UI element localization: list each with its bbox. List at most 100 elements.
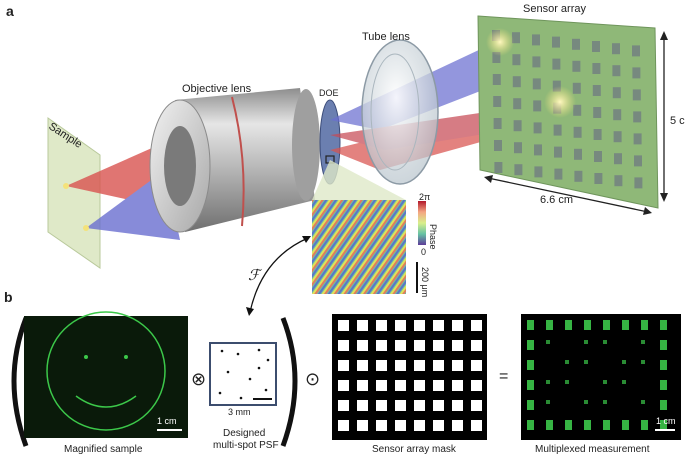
measurement-cell: [527, 420, 534, 430]
phase-scale-label: 200 μm: [420, 267, 430, 297]
sensor-cell: [552, 36, 560, 48]
measurement-cell: [546, 400, 550, 404]
measurement-cell: [603, 320, 610, 330]
mask-cell: [357, 420, 368, 431]
mask-cell: [395, 320, 406, 331]
psf-image: [209, 342, 277, 406]
measurement-cell: [565, 360, 569, 364]
sensor-cell: [574, 148, 582, 160]
mask-cell: [471, 380, 482, 391]
mask-cell: [433, 360, 444, 371]
magnified-sample-image: [24, 311, 188, 438]
sensor-cell: [634, 177, 643, 189]
measurement-cell: [584, 340, 588, 344]
sensor-cell: [572, 82, 581, 94]
sensor-cell: [634, 155, 642, 167]
sensor-cell: [573, 104, 582, 116]
sensor-cell: [512, 76, 521, 88]
measurement-cell: [546, 380, 550, 384]
left-parenthesis: [11, 317, 29, 447]
objective-lens-label: Objective lens: [182, 83, 252, 95]
objective-lens: [149, 88, 320, 233]
measurement-scale-label: 1 cm: [656, 416, 676, 426]
sensor-cell: [492, 74, 501, 85]
sensor-mask-label: Sensor array mask: [372, 444, 457, 454]
mask-cell: [376, 400, 387, 411]
measurement-cell: [584, 320, 591, 330]
sensor-glow-spots: [486, 28, 576, 118]
mask-cell: [338, 400, 349, 411]
sensor-cell: [493, 118, 502, 129]
width-dimension-arrow: [484, 175, 652, 215]
mask-cell: [338, 380, 349, 391]
sensor-cell: [613, 131, 622, 143]
mask-cell: [357, 380, 368, 391]
measurement-cell: [641, 400, 645, 404]
sensor-cell: [552, 80, 561, 92]
mask-cell: [452, 360, 463, 371]
mask-cell: [395, 380, 406, 391]
mask-cell: [452, 380, 463, 391]
right-parenthesis: [280, 317, 298, 447]
sensor-cell: [612, 87, 621, 99]
sensor-cell: [512, 32, 520, 44]
sensor-cell: [572, 60, 581, 72]
phase-title: Phase: [428, 224, 438, 250]
height-label: 5 cm: [670, 115, 685, 127]
psf-label-line2: multi-spot PSF: [213, 440, 279, 451]
measurement-cell: [622, 420, 629, 430]
mask-cell: [357, 340, 368, 351]
measurement-cell: [622, 380, 626, 384]
measurement-cell: [527, 400, 534, 410]
sensor-cell: [592, 85, 601, 96]
sensor-array-label: Sensor array: [523, 3, 586, 15]
width-label: 6.6 cm: [540, 194, 573, 206]
measurement-cell: [584, 360, 588, 364]
psf-label-line1: Designed: [223, 428, 265, 439]
mask-cell: [395, 420, 406, 431]
sensor-cell: [514, 142, 522, 154]
mask-cell: [338, 360, 349, 371]
sensor-cell: [494, 162, 503, 173]
doe-label: DOE: [319, 88, 339, 98]
measurement-cell: [527, 380, 534, 390]
sensor-cell: [613, 109, 622, 121]
measurement-cell: [660, 400, 667, 410]
mask-cell: [395, 340, 406, 351]
sensor-cell: [554, 168, 563, 180]
sensor-cell: [512, 54, 521, 66]
tube-lens-label: Tube lens: [362, 31, 410, 43]
measurement-cell: [527, 320, 534, 330]
mask-cell: [452, 320, 463, 331]
mask-cell: [471, 400, 482, 411]
sensor-cell: [574, 170, 583, 182]
mask-cell: [338, 320, 349, 331]
measurement-cell: [603, 380, 607, 384]
sensor-cell: [533, 122, 542, 134]
sensor-cell: [592, 41, 600, 52]
sensor-cell: [532, 78, 541, 90]
multiply-operator: ⊙: [305, 369, 320, 389]
doe-phase-pattern: [312, 200, 406, 294]
sensor-cell: [492, 52, 501, 63]
sample-point-bottom: [83, 225, 89, 231]
mask-cell: [471, 340, 482, 351]
mask-cell: [433, 400, 444, 411]
sensor-cell: [554, 146, 562, 158]
measurement-cell: [527, 340, 534, 350]
multiplexed-measurement-image: [521, 314, 681, 440]
mask-cell: [414, 400, 425, 411]
mask-cell: [357, 400, 368, 411]
sensor-cell: [594, 173, 603, 184]
mask-cell: [376, 320, 387, 331]
sensor-cell: [532, 56, 541, 68]
measurement-cell: [546, 320, 553, 330]
measurement-cell: [584, 420, 591, 430]
phase-colorbar: [418, 201, 426, 245]
mask-cell: [452, 420, 463, 431]
sensor-cell: [493, 96, 502, 107]
mask-cell: [414, 360, 425, 371]
sensor-cell: [572, 38, 580, 50]
sensor-cell: [632, 45, 640, 57]
mask-cell: [376, 340, 387, 351]
